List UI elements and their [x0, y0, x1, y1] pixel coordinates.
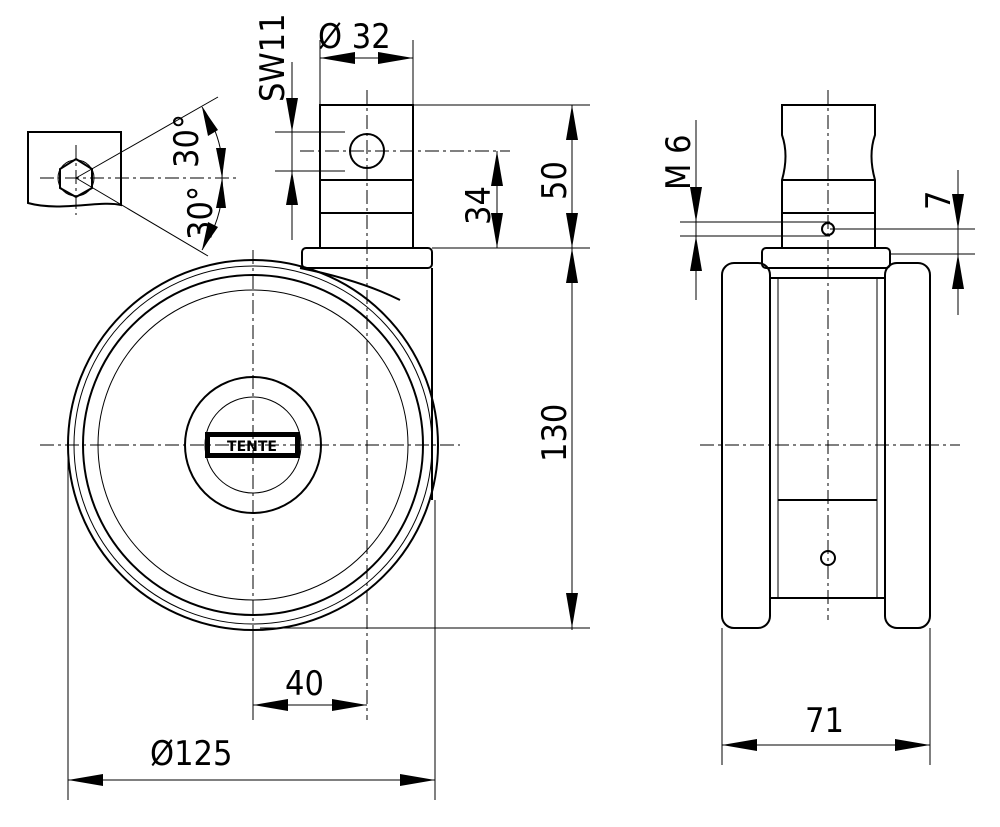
logo-text: TENTE [227, 439, 277, 455]
side-view: TENTE [40, 90, 510, 720]
angle-bottom-label: 30° [181, 186, 221, 240]
wheel-diameter-label: Ø125 [150, 734, 232, 774]
offset-label: 40 [285, 664, 324, 704]
thread-label: M 6 [659, 134, 699, 190]
wrench-size-label: SW11 [253, 13, 293, 102]
stem-height-label: 50 [535, 161, 575, 200]
width-label: 71 [805, 701, 844, 741]
thread-offset-label: 7 [919, 191, 959, 210]
stem-diameter-label: Ø 32 [318, 17, 391, 57]
hex-detail-view: 30° 30° [27, 96, 240, 257]
angle-top-label: 30° [167, 114, 207, 168]
front-view [700, 90, 960, 629]
overall-height-label: 130 [535, 404, 575, 462]
hole-height-label: 34 [459, 186, 499, 225]
dimension-lines: Ø 32 SW11 50 34 130 40 Ø125 71 M 6 7 [67, 13, 975, 800]
